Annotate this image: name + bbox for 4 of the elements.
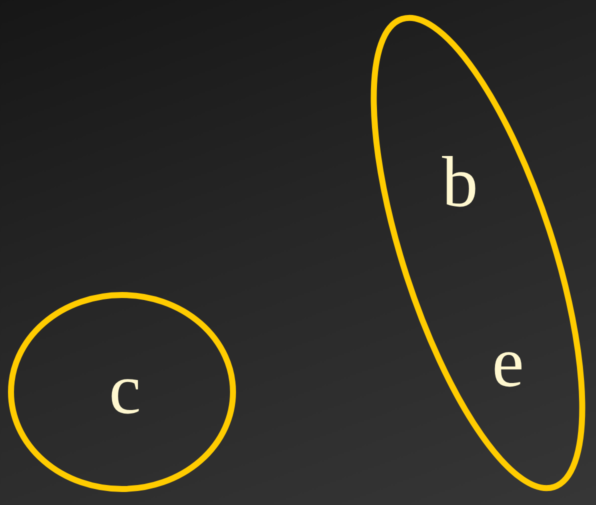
letter-label: e (492, 326, 524, 398)
letter-label: c (109, 353, 141, 425)
letter-label: b (442, 146, 478, 218)
ellipse (8, 292, 236, 492)
